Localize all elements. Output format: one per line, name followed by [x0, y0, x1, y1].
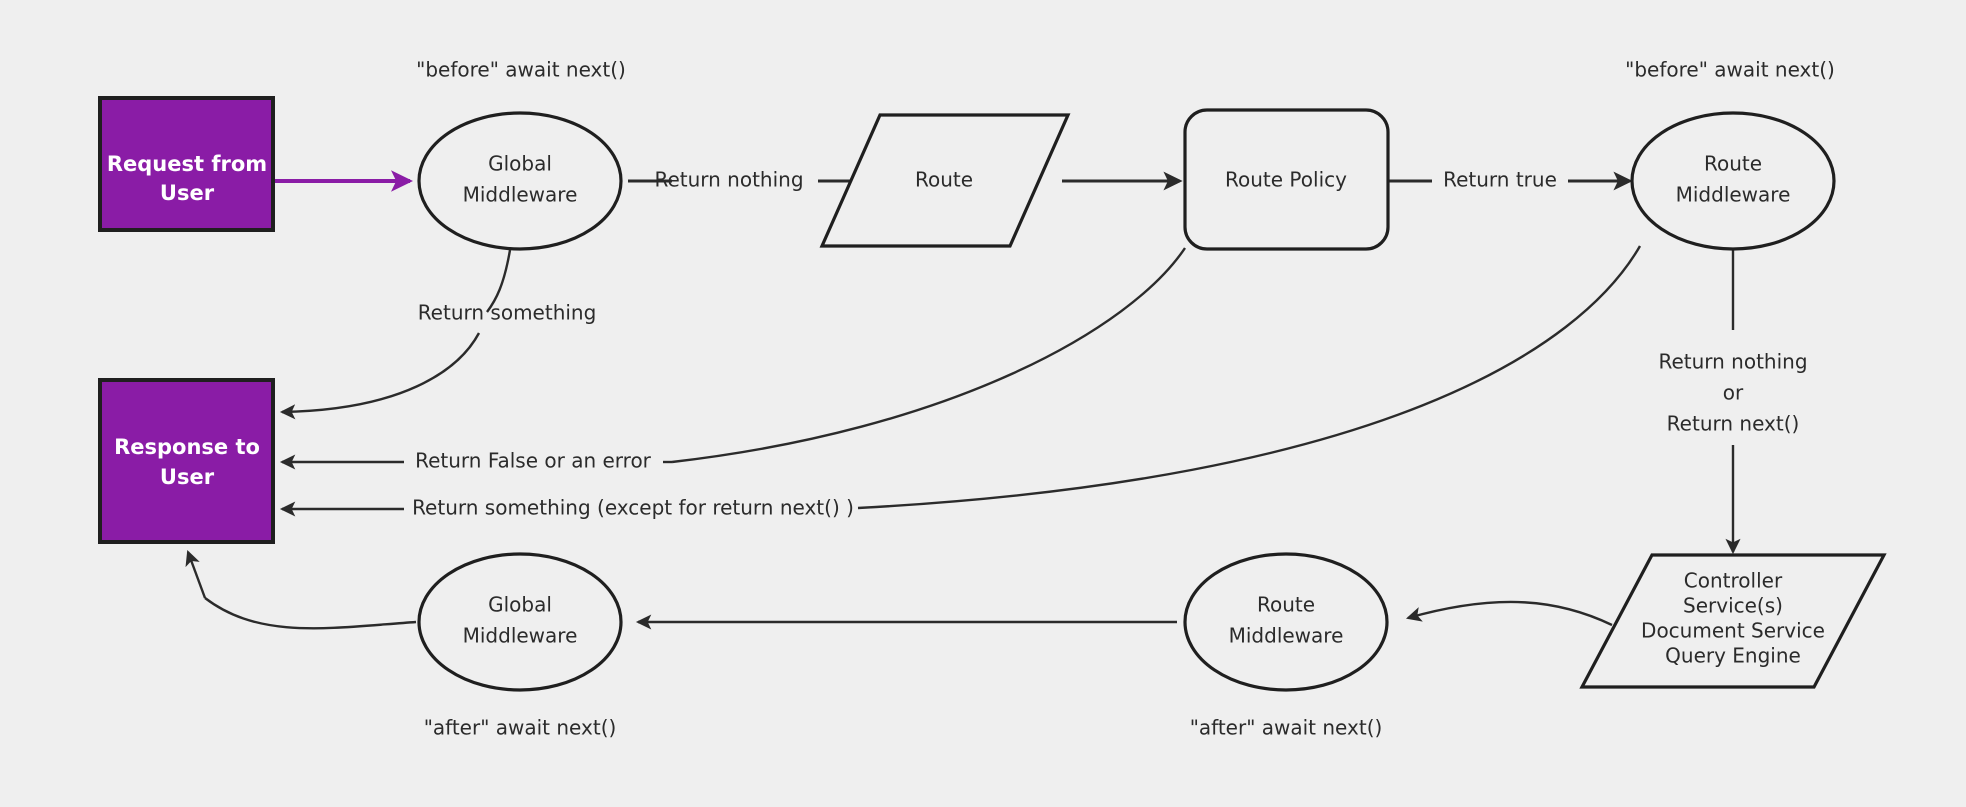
- response-to-user-label-line1: Response to: [114, 435, 260, 459]
- edge-label-return-nothing: Return nothing: [654, 168, 803, 192]
- edge-global-after-to-response-curve: [204, 597, 417, 630]
- edge-routemw-to-response-curve: [857, 245, 1642, 510]
- edge-global-after-to-response-stub: [185, 550, 207, 599]
- global-middleware-before-label-line2: Middleware: [463, 183, 578, 207]
- edge-label-return-something-except-next: Return something (except for return next…: [412, 496, 854, 520]
- node-route-middleware-before[interactable]: Route Middleware: [1630, 111, 1836, 251]
- route-middleware-before-ellipse[interactable]: [1630, 111, 1836, 251]
- node-route-middleware-after[interactable]: Route Middleware: [1183, 552, 1389, 692]
- node-route[interactable]: Route: [819, 113, 1071, 248]
- annotation-after-await-next-global: "after" await next(): [424, 716, 617, 740]
- global-middleware-before-ellipse[interactable]: [417, 111, 623, 251]
- node-global-middleware-before[interactable]: Global Middleware: [417, 111, 623, 251]
- response-to-user-rect[interactable]: [98, 378, 275, 544]
- route-policy-rect[interactable]: [1183, 108, 1390, 251]
- global-middleware-after-label-line2: Middleware: [463, 624, 578, 648]
- edge-label-return-false-or-error: Return False or an error: [415, 449, 652, 473]
- route-middleware-after-label-line1: Route: [1257, 593, 1315, 617]
- route-policy-label: Route Policy: [1225, 168, 1347, 192]
- controller-services-parallelogram[interactable]: [1579, 553, 1887, 689]
- controller-services-label-line3: Document Service: [1641, 619, 1825, 643]
- request-from-user-rect[interactable]: [98, 96, 275, 232]
- request-from-user-label-line1: Request from: [107, 152, 267, 176]
- route-middleware-after-label-line2: Middleware: [1229, 624, 1344, 648]
- controller-services-label-line2: Service(s): [1683, 594, 1783, 618]
- annotation-before-await-next-route: "before" await next(): [1625, 58, 1835, 82]
- global-middleware-after-label-line1: Global: [488, 593, 552, 617]
- node-request-from-user[interactable]: Request from User: [98, 96, 275, 232]
- edge-label-return-something: Return something: [418, 301, 597, 325]
- route-middleware-before-label-line1: Route: [1704, 152, 1762, 176]
- response-to-user-label-line2: User: [160, 465, 215, 489]
- route-middleware-after-ellipse[interactable]: [1183, 552, 1389, 692]
- route-label: Route: [915, 168, 973, 192]
- annotation-return-nothing-line2: or: [1723, 381, 1744, 405]
- edge-global-to-response-upper: [486, 249, 512, 313]
- annotation-before-await-next-global: "before" await next(): [416, 58, 626, 82]
- node-response-to-user[interactable]: Response to User: [98, 378, 275, 544]
- edge-policy-to-response-curve: [671, 247, 1186, 464]
- request-from-user-label-line2: User: [160, 181, 215, 205]
- annotation-return-nothing-line1: Return nothing: [1658, 350, 1807, 374]
- controller-services-label-line4: Query Engine: [1665, 644, 1801, 668]
- controller-services-label-line1: Controller: [1684, 569, 1783, 593]
- route-parallelogram[interactable]: [819, 113, 1071, 248]
- node-global-middleware-after[interactable]: Global Middleware: [417, 552, 623, 692]
- route-middleware-before-label-line2: Middleware: [1676, 183, 1791, 207]
- annotation-after-await-next-route: "after" await next(): [1190, 716, 1383, 740]
- annotation-return-nothing-line3: Return next(): [1667, 412, 1800, 436]
- global-middleware-before-label-line1: Global: [488, 152, 552, 176]
- edge-global-to-response-lower: [279, 332, 481, 420]
- edge-controller-to-route-middleware-after: [1405, 600, 1613, 627]
- node-route-policy[interactable]: Route Policy: [1183, 108, 1390, 251]
- global-middleware-after-ellipse[interactable]: [417, 552, 623, 692]
- edge-label-return-true: Return true: [1443, 168, 1557, 192]
- node-controller-services[interactable]: Controller Service(s) Document Service Q…: [1579, 553, 1887, 689]
